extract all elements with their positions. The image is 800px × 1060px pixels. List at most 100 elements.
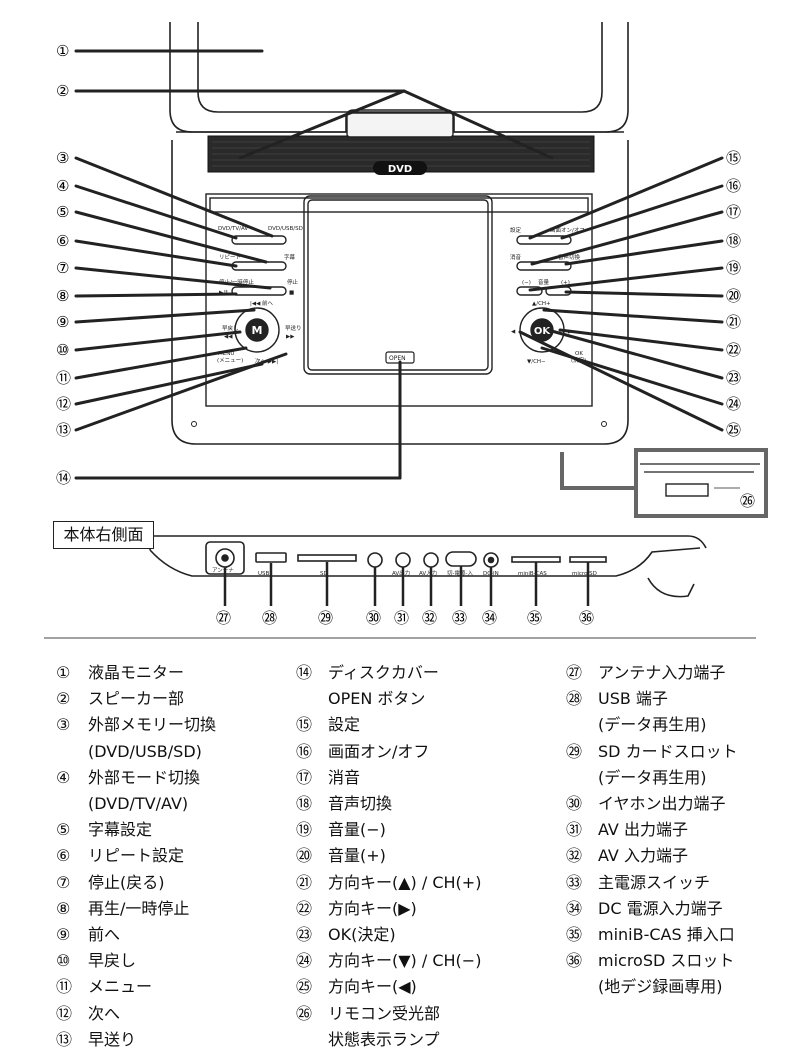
speaker-texture [212, 141, 590, 167]
label-ff: 早送り [285, 324, 302, 332]
callout-35: ㉟ [527, 609, 542, 627]
callout-13: ⑬ [56, 421, 71, 439]
port-antenna: アンテナ [212, 567, 234, 574]
legend-text-continued: 状態表示ランプ [328, 1029, 440, 1049]
legend-text: 消音 [328, 767, 361, 787]
legend-text: 次へ [88, 1003, 121, 1023]
legend-text: 早送り [88, 1029, 137, 1049]
memory-switch-button[interactable] [231, 235, 287, 245]
label-repeat: リピート [219, 254, 241, 261]
callouts-left: ① ② ③ ④ ⑤ ⑥ ⑦ ⑧ ⑨ ⑩ ⑪ ⑫ ⑬ ⑭ [56, 42, 71, 487]
legend-text: 音量(−) [328, 820, 386, 840]
callout-22: ㉒ [726, 341, 741, 359]
m-button-label: M [252, 324, 263, 337]
right-indicator [601, 421, 607, 427]
legend-item: ⑯ 画面オン/オフ [296, 739, 481, 765]
callout-17: ⑰ [726, 203, 741, 221]
callout-28: ㉘ [262, 609, 277, 627]
legend-number: ㉗ [566, 663, 583, 682]
legend-text: microSD スロット [598, 951, 735, 971]
repeat-button[interactable] [231, 261, 287, 271]
legend-text: ディスクカバー [328, 663, 439, 682]
legend-text: アンテナ入力端子 [598, 663, 726, 682]
legend-text: 音声切換 [328, 794, 393, 814]
legend-text: DC 電源入力端子 [598, 898, 723, 918]
callout-4: ④ [56, 177, 69, 195]
legend-number: ⑩ [56, 951, 71, 971]
legend-text: 方向キー(▲) / CH(+) [328, 872, 482, 892]
legend-number: ⑥ [56, 846, 71, 866]
legend-number: ㉙ [566, 741, 583, 761]
legend-text-continued: (DVD/TV/AV) [88, 794, 189, 814]
callout-36: ㊱ [579, 609, 594, 627]
legend-number: ㉓ [296, 925, 313, 945]
callout-15: ⑮ [726, 149, 741, 167]
legend-item: ④ 外部モード切換 [56, 765, 216, 791]
port-sd: SD [320, 571, 328, 577]
callout-6: ⑥ [56, 232, 69, 250]
legend-item: ㉙ SD カードスロット [566, 739, 738, 765]
legend-number: ⑦ [56, 872, 71, 892]
callout-23: ㉓ [726, 369, 741, 387]
side-view [149, 535, 707, 598]
legend-text: 外部モード切換 [88, 767, 201, 787]
callout-1: ① [56, 42, 69, 60]
label-vol-minus: (−) [522, 280, 531, 286]
callout-25: ㉕ [726, 421, 741, 439]
label-down-ch: ▼/CH− [527, 359, 546, 365]
legend-text-continued: (データ再生用) [598, 715, 707, 735]
label-menu-jp: (メニュー) [217, 357, 243, 364]
legend-number: ⑯ [296, 741, 313, 761]
left-panel-labels: DVD/TV/AV DVD/USB/SD リピート 字幕 停止/一時停止 停止 … [217, 226, 303, 365]
legend-number: ⑤ [56, 820, 71, 840]
control-panel [205, 193, 593, 407]
label-rewind: 早戻し [222, 324, 239, 332]
legend-text: 停止(戻る) [88, 872, 165, 892]
callouts-side: ㉗ ㉘ ㉙ ㉚ ㉛ ㉜ ㉝ ㉞ ㉟ ㊱ [216, 609, 594, 627]
open-button-label: OPEN [389, 355, 406, 362]
legend-text: リピート設定 [88, 846, 185, 866]
callout-29: ㉙ [318, 609, 333, 627]
legend-text: USB 端子 [598, 689, 668, 709]
port-microsd: micro SD [572, 571, 597, 577]
label-up-ch: ▲/CH+ [532, 301, 551, 307]
legend-item: ⑭ ディスクカバー [296, 660, 481, 686]
m-button[interactable] [245, 318, 269, 342]
port-usb: USB [258, 571, 270, 577]
legend-text: SD カードスロット [598, 741, 738, 761]
legend-text: 設定 [328, 715, 361, 735]
label-volume: 音量 [538, 278, 550, 286]
legend-number: ⑧ [56, 898, 71, 918]
callout-7: ⑦ [56, 259, 69, 277]
legend-text-continued: (データ再生用) [598, 767, 707, 787]
label-audio-switch: 音声切換 [558, 253, 581, 261]
callout-9: ⑨ [56, 313, 69, 331]
legend-text: 方向キー(▶) [328, 898, 417, 918]
callout-21: ㉑ [726, 313, 741, 331]
mute-button[interactable] [516, 261, 572, 271]
side-leader-lines [223, 562, 590, 606]
legend-text: 外部メモリー切換 [88, 715, 217, 735]
legend-number: ⑨ [56, 925, 71, 945]
callout-20: ⑳ [726, 287, 741, 305]
label-rewind-icon: ◀◀ [224, 334, 233, 340]
legend-item: ⑥ リピート設定 [56, 843, 216, 869]
legend-number: ㉘ [566, 689, 583, 709]
legend-number: ④ [56, 767, 71, 787]
label-screen-onoff: 画面オン/オフ [550, 227, 585, 234]
legend-text: 画面オン/オフ [328, 741, 430, 761]
legend-number: ㉖ [296, 1003, 313, 1023]
legend-number: ⑭ [296, 663, 313, 682]
legend-text-continued: (DVD/USB/SD) [88, 741, 202, 761]
